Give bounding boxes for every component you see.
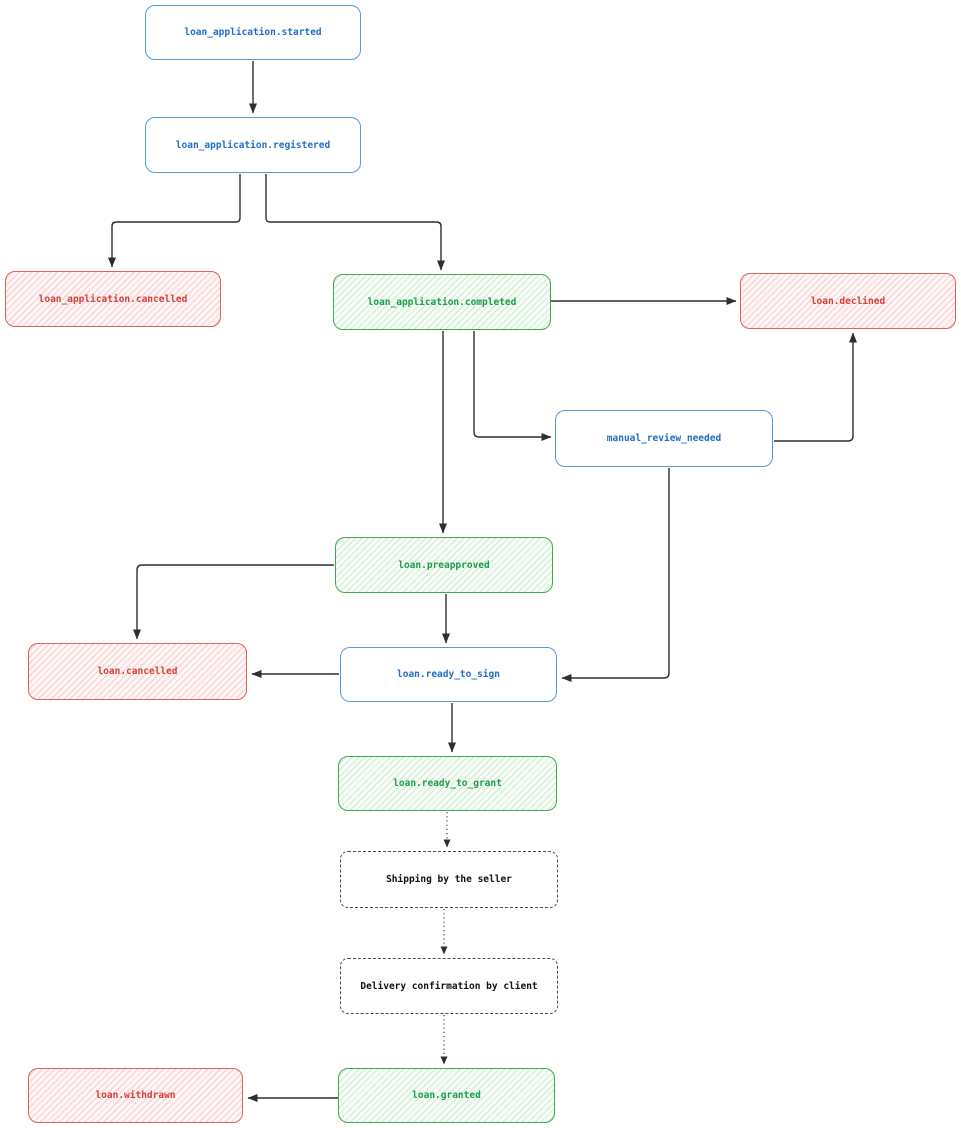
edge-registered-completed <box>265 174 445 271</box>
node-label: loan_application.cancelled <box>38 293 188 305</box>
node-label: loan.ready_to_grant <box>393 778 502 789</box>
node-loan-application-started: loan_application.started <box>145 5 361 60</box>
node-loan-application-completed: loan_application.completed <box>333 274 551 330</box>
edge-manual-review-ready-to-sign <box>561 468 670 682</box>
node-loan-ready-to-grant: loan.ready_to_grant <box>338 756 557 811</box>
node-loan-application-registered: loan_application.registered <box>145 117 361 173</box>
node-label: loan_application.completed <box>367 296 517 308</box>
node-label: manual_review_needed <box>606 433 722 444</box>
node-loan-declined: loan.declined <box>740 273 956 329</box>
node-label: loan.cancelled <box>97 666 178 677</box>
node-label: loan.withdrawn <box>95 1090 176 1101</box>
edge-registered-app-cancelled <box>108 174 241 268</box>
edge-manual-review-declined <box>774 332 857 442</box>
node-label: loan_application.registered <box>175 139 331 151</box>
node-label: loan.preapproved <box>398 559 490 571</box>
node-label: Delivery confirmation by client <box>360 980 538 992</box>
node-delivery-confirmation: Delivery confirmation by client <box>340 958 558 1014</box>
node-label: loan_application.started <box>184 27 322 38</box>
node-loan-cancelled: loan.cancelled <box>28 643 247 700</box>
node-loan-preapproved: loan.preapproved <box>335 537 553 593</box>
edge-preapproved-loan-cancelled <box>133 564 334 640</box>
node-label: loan.ready_to_sign <box>397 669 500 680</box>
edge-completed-manual-review <box>473 331 552 441</box>
node-loan-ready-to-sign: loan.ready_to_sign <box>340 647 557 702</box>
node-loan-application-cancelled: loan_application.cancelled <box>5 271 221 327</box>
node-label: loan.granted <box>412 1090 481 1101</box>
node-label: loan.declined <box>810 295 886 307</box>
node-label: Shipping by the seller <box>386 874 512 885</box>
node-manual-review-needed: manual_review_needed <box>555 410 773 467</box>
node-shipping-by-seller: Shipping by the seller <box>340 851 558 908</box>
node-loan-withdrawn: loan.withdrawn <box>28 1068 243 1123</box>
node-loan-granted: loan.granted <box>338 1068 555 1123</box>
